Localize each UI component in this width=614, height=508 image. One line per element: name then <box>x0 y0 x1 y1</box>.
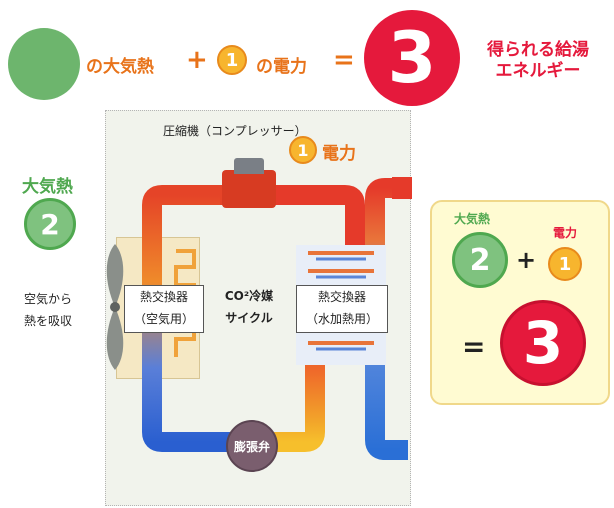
absorb-line2: 熱を吸収 <box>24 314 73 328</box>
hot-water-outlet <box>392 177 412 199</box>
valve-label: 膨張弁 <box>233 439 270 454</box>
panel-heat-circle: 2 <box>452 232 508 288</box>
result-label: 得られる給湯 エネルギー <box>468 40 608 82</box>
fan-icon <box>106 244 124 370</box>
expansion-valve: 膨張弁 <box>226 420 278 472</box>
panel-equals: = <box>462 330 486 363</box>
compressor-top <box>234 158 264 174</box>
air-heat-number: 2 <box>40 207 60 241</box>
equation-plus: + <box>186 45 208 75</box>
equation-power-label: の電力 <box>256 57 307 77</box>
equation-heat-label: の大気熱 <box>86 57 154 77</box>
equation-equals: = <box>333 45 355 75</box>
panel-heat-label: 大気熱 <box>454 212 491 226</box>
air-heat-label: 大気熱 <box>22 177 73 197</box>
water-heat-exchanger-label: 熱交換器 （水加熱用） <box>296 285 388 333</box>
compressor <box>222 170 276 208</box>
absorb-heat-text: 空気から 熱を吸収 <box>24 288 72 332</box>
result-label-line2: エネルギー <box>495 61 581 81</box>
hx-right-line1: 熱交換器 <box>317 290 366 304</box>
absorb-line1: 空気から <box>24 292 73 306</box>
panel-power-number: 1 <box>558 253 572 275</box>
panel-heat-number: 2 <box>469 242 491 278</box>
air-heat-exchanger-label: 熱交換器 （空気用） <box>124 285 204 333</box>
panel-result-number: 3 <box>522 309 564 377</box>
hx-left-line2: （空気用） <box>133 312 194 326</box>
panel-power-label: 電力 <box>553 226 578 240</box>
cycle-line1: CO²冷媒 <box>224 289 274 303</box>
compressor-power-label: 電力 <box>322 144 356 164</box>
panel-plus: + <box>516 246 537 274</box>
panel-result-circle: 3 <box>500 300 586 386</box>
green-heat-circle <box>8 28 80 100</box>
hx-right-line2: （水加熱用） <box>305 312 378 326</box>
compressor-power-circle: 1 <box>289 136 317 164</box>
compressor-label: 圧縮機（コンプレッサー） <box>163 124 307 138</box>
power-one-number: 1 <box>225 49 239 71</box>
result-three-number: 3 <box>387 17 437 99</box>
result-three-circle: 3 <box>364 10 460 106</box>
result-label-line1: 得られる給湯 <box>487 40 589 60</box>
power-one-circle: 1 <box>217 45 247 75</box>
panel-power-circle: 1 <box>548 247 582 281</box>
cycle-line2: サイクル <box>225 311 273 325</box>
co2-cycle-label: CO²冷媒 サイクル <box>210 285 288 329</box>
hx-left-line1: 熱交換器 <box>139 290 188 304</box>
compressor-power-number: 1 <box>297 140 309 160</box>
air-heat-circle: 2 <box>24 198 76 250</box>
